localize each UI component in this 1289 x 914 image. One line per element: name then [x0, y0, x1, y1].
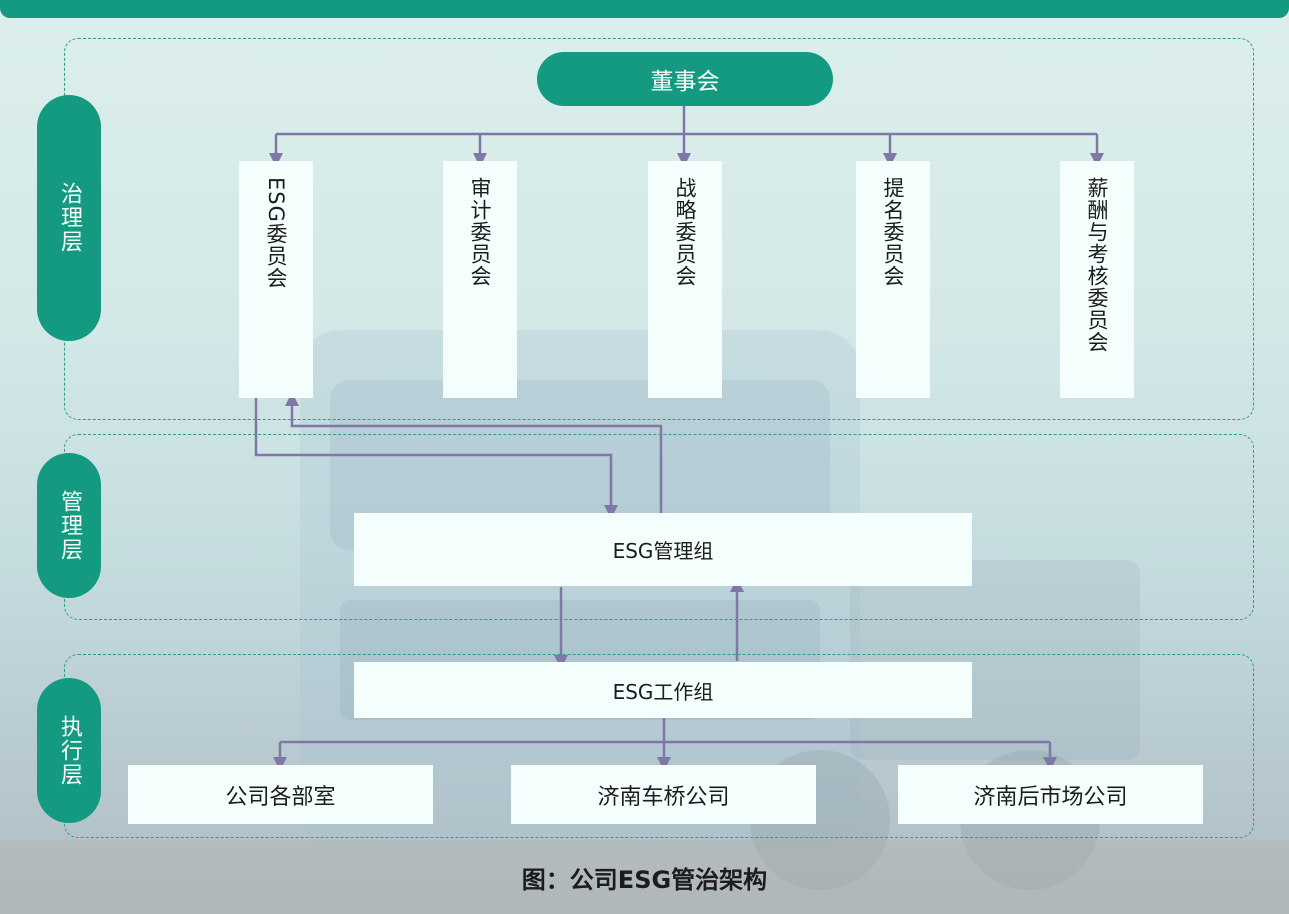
execution-layer-label: 执行层	[37, 678, 101, 823]
governance-layer-label: 治理层	[37, 95, 101, 341]
unit-company-departments: 公司各部室	[128, 765, 433, 824]
committee-remuneration: 薪酬与考核委员会	[1060, 161, 1134, 398]
unit-jinan-aftermarket-company: 济南后市场公司	[898, 765, 1203, 824]
esg-working-group-node: ESG工作组	[354, 662, 972, 718]
esg-management-group-node: ESG管理组	[354, 513, 972, 586]
committee-nomination: 提名委员会	[856, 161, 930, 398]
management-layer-label: 管理层	[37, 453, 101, 598]
board-of-directors-node: 董事会	[537, 52, 833, 106]
committee-strategy: 战略委员会	[648, 161, 722, 398]
top-accent-bar	[0, 0, 1289, 18]
diagram-caption: 图：公司ESG管治架构	[521, 866, 768, 894]
committee-esg: ESG委员会	[239, 161, 313, 398]
unit-jinan-axle-company: 济南车桥公司	[511, 765, 816, 824]
committee-audit: 审计委员会	[443, 161, 517, 398]
